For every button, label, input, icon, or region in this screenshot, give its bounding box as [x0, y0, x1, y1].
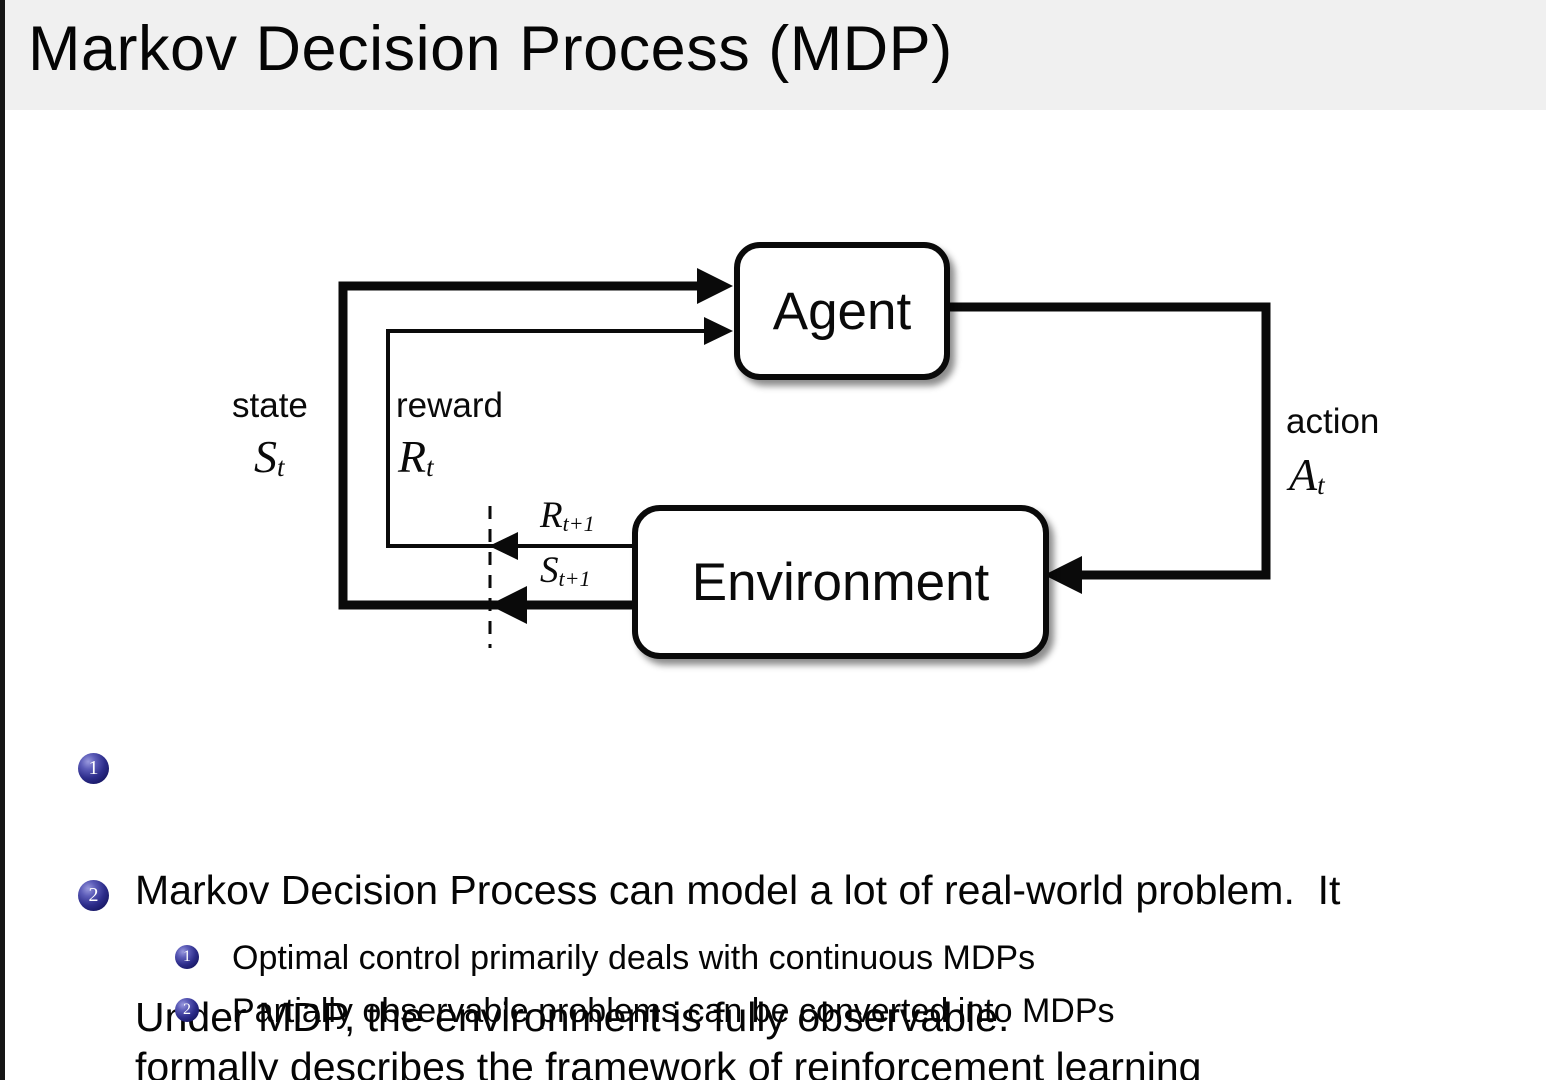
- action-symbol: At: [1289, 449, 1325, 501]
- environment-label: Environment: [691, 552, 990, 612]
- sub-bullet-item-2: 2 Partially observable problems can be c…: [175, 989, 1115, 1033]
- slide-header: Markov Decision Process (MDP): [0, 0, 1546, 110]
- next-reward-symbol: Rt+1: [540, 495, 595, 537]
- environment-node: Environment: [632, 505, 1049, 659]
- action-label: action: [1286, 402, 1380, 441]
- bullet-item-1: 1 Markov Decision Process can model a lo…: [78, 743, 1340, 1080]
- state-arrowhead-into-agent-icon: [697, 268, 733, 304]
- reward-symbol: Rt: [398, 431, 434, 483]
- mdp-loop-diagram: [338, 268, 1271, 648]
- bullet-text: Markov Decision Process can model a lot …: [135, 867, 1341, 1080]
- action-arrowhead-into-environment-icon: [1044, 556, 1082, 594]
- agent-node: Agent: [734, 242, 950, 380]
- bullet-marker: 1: [175, 945, 199, 969]
- state-symbol: St: [254, 431, 285, 483]
- reward-arrowhead-into-agent-icon: [704, 317, 733, 345]
- bullet-marker: 2: [175, 998, 199, 1022]
- action-arrow-path: [940, 302, 1271, 580]
- next-state-symbol: St+1: [540, 550, 591, 592]
- next-state-arrowhead-icon: [489, 586, 527, 624]
- sub-bullet-item-1: 1 Optimal control primarily deals with c…: [175, 936, 1035, 980]
- left-edge-strip: [0, 0, 5, 1080]
- bullet-marker: 1: [78, 753, 109, 784]
- bullet-marker: 2: [78, 880, 109, 911]
- sub-bullet-text: Optimal control primarily deals with con…: [232, 939, 1036, 977]
- next-reward-arrowhead-icon: [489, 532, 518, 560]
- sub-bullet-text: Partially observable problems can be con…: [232, 992, 1115, 1030]
- slide-title: Markov Decision Process (MDP): [28, 14, 953, 84]
- agent-label: Agent: [772, 281, 912, 341]
- reward-label: reward: [396, 386, 503, 425]
- state-label: state: [232, 386, 308, 425]
